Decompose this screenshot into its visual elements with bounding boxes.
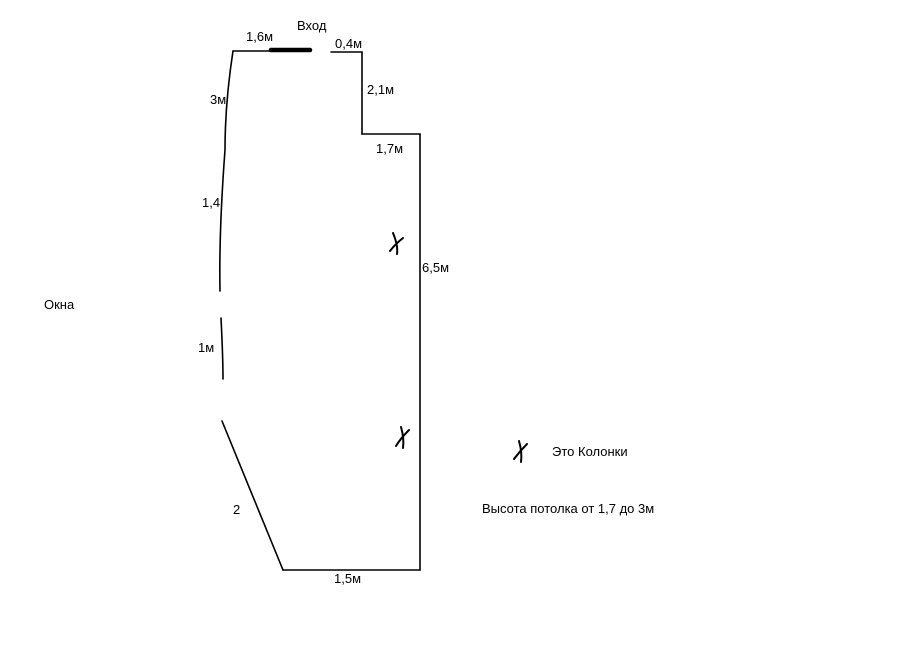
wall-left-upper	[219, 50, 234, 292]
measure-bottom: 1,5м	[334, 571, 362, 586]
measure-step: 1,7м	[376, 141, 404, 156]
measure-left-middle: 1,4	[202, 195, 221, 210]
column-marker-2-icon	[395, 426, 410, 449]
measure-left-upper: 3м	[210, 92, 227, 107]
measure-top-right: 0,4м	[335, 36, 363, 51]
column-marker-1-icon	[389, 232, 404, 255]
entrance-label: Вход	[297, 18, 327, 33]
measure-diagonal: 2	[233, 502, 241, 517]
wall-window-pier	[220, 317, 224, 380]
legend-column-icon	[513, 440, 528, 463]
measure-window: 1м	[198, 340, 215, 355]
measure-right-upper: 2,1м	[367, 82, 395, 97]
wall-diagonal	[221, 420, 284, 571]
measure-top-left: 1,6м	[246, 29, 274, 44]
measure-right-main: 6,5м	[422, 260, 450, 275]
columns-legend-label: Это Колонки	[552, 444, 628, 459]
windows-label: Окна	[44, 297, 75, 312]
ceiling-height-note: Высота потолка от 1,7 до 3м	[482, 501, 655, 516]
